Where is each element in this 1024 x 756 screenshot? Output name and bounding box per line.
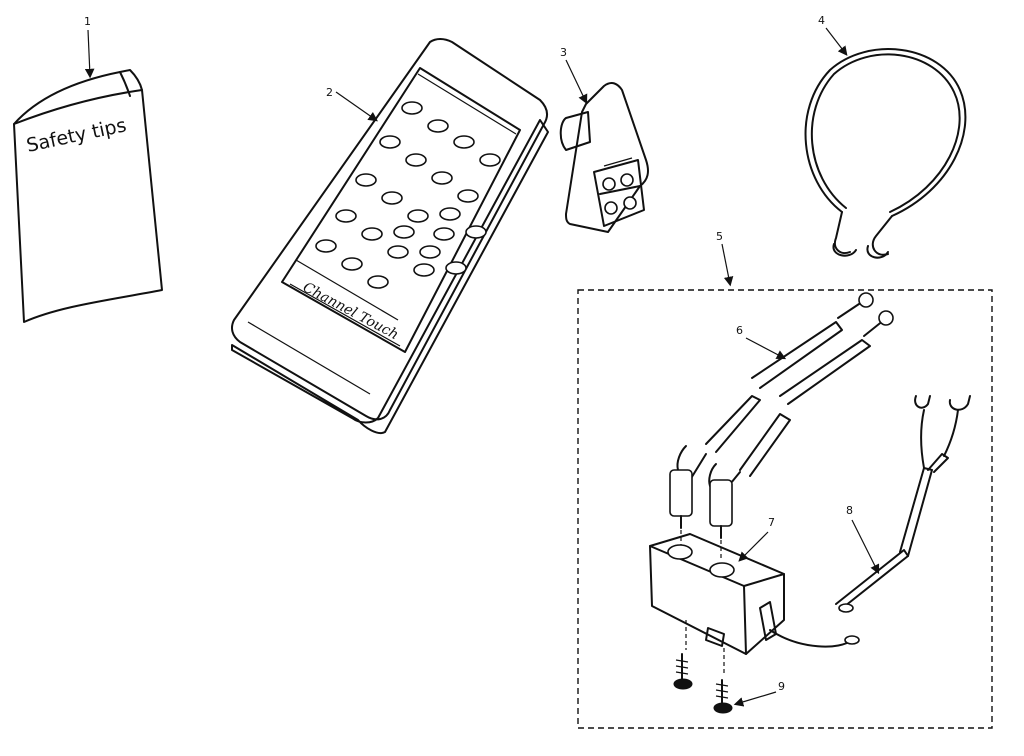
callout-8: 8 (846, 504, 880, 575)
remote-buttons (315, 101, 501, 289)
telescoping-rods (676, 292, 894, 495)
callout-5: 5 (716, 230, 734, 287)
callout-label-8: 8 (846, 504, 853, 517)
callout-label-6: 6 (736, 324, 743, 337)
callout-label-5: 5 (716, 230, 723, 243)
remote-brand: Channel Touch (300, 279, 401, 343)
safety-tips-booklet: Safety tips (13, 69, 163, 323)
assembly-box (577, 289, 993, 729)
callout-3: 3 (560, 46, 588, 105)
callout-9: 9 (733, 680, 785, 707)
callout-4: 4 (818, 14, 848, 56)
callout-6: 6 (736, 324, 787, 360)
booklet-title: Safety tips (24, 114, 128, 157)
callout-2: 2 (326, 86, 378, 122)
rod-connectors (669, 469, 733, 539)
loop-antenna (804, 48, 967, 259)
callout-label-7: 7 (768, 516, 775, 529)
callout-label-1: 1 (84, 15, 91, 28)
base-block (649, 533, 785, 655)
callout-label-3: 3 (560, 46, 567, 59)
callout-label-9: 9 (778, 680, 785, 693)
remote-control: Channel Touch (231, 38, 549, 434)
screws (673, 653, 733, 714)
callout-7: 7 (738, 516, 775, 562)
callout-label-2: 2 (326, 86, 333, 99)
callout-label-4: 4 (818, 14, 825, 27)
lead-wires (769, 395, 971, 648)
adapter-plug (559, 82, 649, 233)
callout-1: 1 (84, 15, 95, 79)
